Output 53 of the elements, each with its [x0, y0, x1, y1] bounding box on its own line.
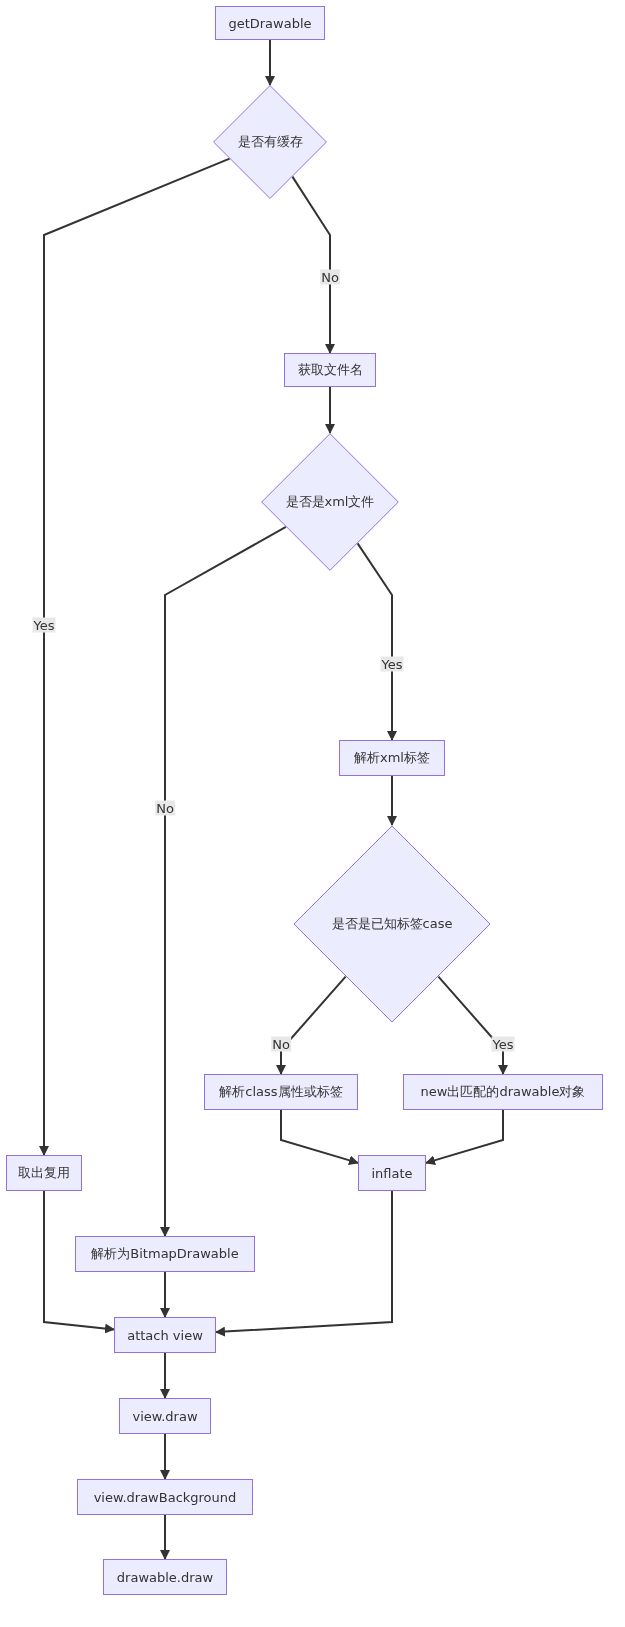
arrow	[39, 157, 231, 1156]
arrow	[43, 1190, 115, 1334]
node-label: drawable.draw	[116, 1569, 214, 1585]
edge-label: No	[271, 1036, 291, 1052]
process-box	[77, 1479, 253, 1515]
arrow	[325, 386, 335, 434]
node-label: 解析为BitmapDrawable	[91, 1245, 239, 1263]
edge-label: Yes	[380, 656, 404, 672]
decision-diamond	[261, 433, 399, 571]
process-box	[114, 1317, 216, 1353]
node-label: 取出复用	[18, 1164, 70, 1182]
node-label: view.drawBackground	[93, 1489, 237, 1505]
process-box	[215, 6, 325, 40]
node-label: view.draw	[132, 1408, 198, 1424]
edge-label: Yes	[32, 617, 56, 633]
arrow	[387, 775, 397, 826]
process-box	[204, 1074, 358, 1110]
node-label: 是否是xml文件	[285, 493, 375, 511]
arrow	[160, 1352, 170, 1399]
process-box	[403, 1074, 603, 1110]
arrow	[280, 1109, 359, 1166]
arrow	[160, 1514, 170, 1560]
process-box	[119, 1398, 211, 1434]
node-label: 是否有缓存	[237, 133, 303, 151]
process-box	[339, 740, 445, 776]
arrow	[160, 525, 287, 1237]
arrow	[437, 975, 508, 1075]
edge-label: No	[320, 269, 340, 285]
arrow	[265, 39, 275, 86]
node-label: inflate	[371, 1165, 413, 1181]
decision-diamond	[293, 825, 491, 1023]
node-label: 解析class属性或标签	[219, 1083, 343, 1101]
node-label: 是否是已知标签case	[331, 915, 453, 933]
process-box	[358, 1155, 426, 1191]
node-label: 解析xml标签	[354, 749, 430, 767]
arrow	[160, 1271, 170, 1318]
arrow	[160, 1433, 170, 1480]
process-box	[75, 1236, 255, 1272]
edge-label: Yes	[491, 1036, 515, 1052]
arrow	[425, 1109, 504, 1166]
process-box	[103, 1559, 227, 1595]
process-box	[284, 353, 376, 387]
node-label: new出匹配的drawable对象	[420, 1083, 586, 1101]
arrow	[215, 1190, 393, 1337]
arrow	[356, 542, 397, 741]
node-label: attach view	[127, 1327, 203, 1343]
decision-diamond	[213, 85, 327, 199]
edge-label: No	[155, 800, 175, 816]
arrow	[276, 975, 347, 1075]
node-label: 获取文件名	[297, 361, 363, 379]
node-label: getDrawable	[228, 15, 312, 31]
process-box	[6, 1155, 82, 1191]
arrow	[291, 175, 335, 354]
